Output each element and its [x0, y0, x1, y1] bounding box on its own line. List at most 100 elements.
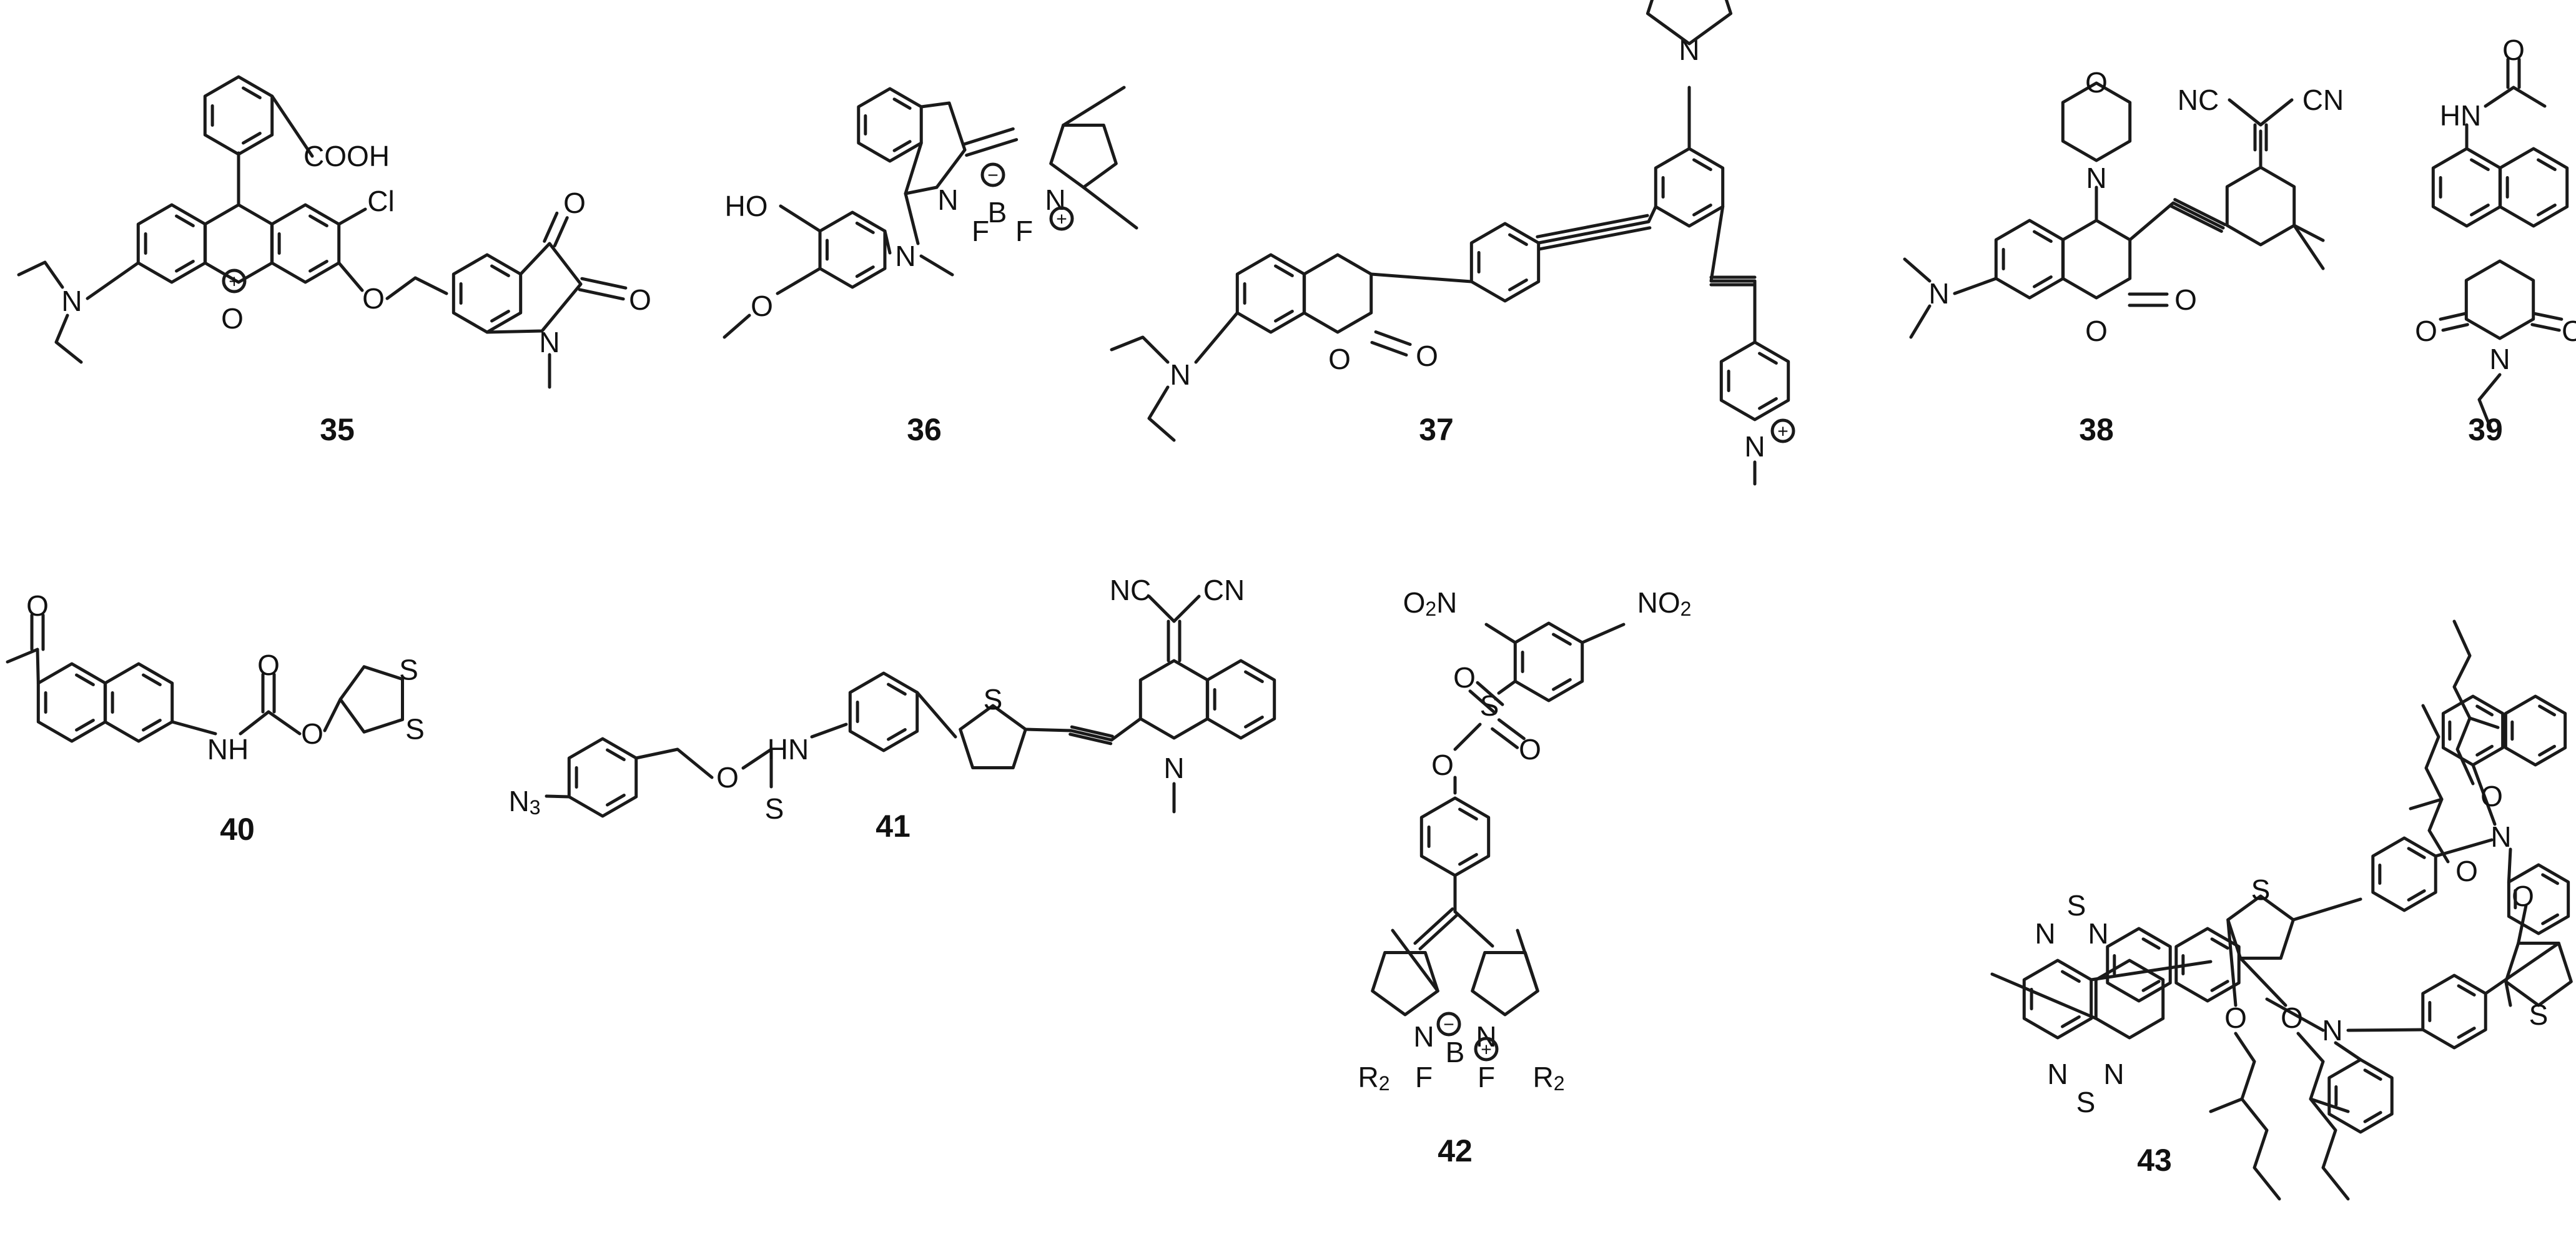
chain — [2128, 201, 2225, 242]
ring — [2061, 219, 2132, 300]
bond — [337, 207, 367, 226]
ring — [1994, 219, 2065, 300]
ring — [36, 662, 107, 743]
atom-label: N — [61, 285, 82, 317]
chain — [1147, 385, 1176, 442]
atom-label: O — [2085, 315, 2108, 347]
bond — [2292, 224, 2325, 270]
double-bond — [1491, 727, 1519, 749]
atom-label: NC — [2178, 84, 2219, 116]
r2-label: R2 — [1358, 1061, 1389, 1095]
ring — [1302, 253, 1373, 334]
atom-label: O — [2224, 1002, 2247, 1034]
bond — [1369, 272, 1473, 283]
atom-label: HN — [2440, 99, 2481, 132]
charge-circle — [1436, 1012, 1461, 1037]
atom-label: O — [629, 283, 651, 316]
aromatic-bond — [2363, 1068, 2382, 1081]
charge-circle — [222, 269, 247, 293]
atom-label: O — [2480, 780, 2503, 812]
ring — [270, 203, 341, 284]
bond — [1172, 594, 1201, 623]
atom-label: F — [1415, 1061, 1433, 1093]
compound-number-35: 35 — [320, 412, 355, 447]
aromatic-bond — [242, 86, 262, 99]
ring — [1513, 621, 1584, 702]
charge-circle — [1049, 206, 1074, 231]
atom-label: B — [988, 196, 1007, 229]
atom-label: S — [405, 712, 425, 745]
atom-label: N — [1163, 752, 1184, 784]
atom-label: S — [2251, 874, 2271, 906]
atom-label: O — [257, 649, 280, 681]
bond — [2265, 997, 2325, 1032]
aromatic-bond — [2457, 984, 2476, 997]
chain — [1709, 205, 1757, 283]
aromatic-bond — [2537, 204, 2557, 217]
aromatic-bond — [1758, 397, 1778, 410]
atom-label: O — [563, 187, 586, 219]
bond — [2409, 797, 2444, 811]
ring — [1205, 659, 1276, 740]
bond — [1082, 185, 1138, 230]
aromatic-bond — [2470, 204, 2490, 217]
charge-sign: − — [1443, 1015, 1454, 1035]
chain — [919, 101, 967, 152]
bond — [776, 267, 822, 295]
aromatic-bond — [1508, 233, 1528, 246]
bond — [741, 747, 773, 770]
compound-number-42: 42 — [1438, 1133, 1473, 1168]
ring — [136, 203, 207, 284]
ring — [103, 662, 174, 743]
atom-label: N — [2103, 1058, 2124, 1090]
atom-label: N — [2088, 917, 2108, 950]
bond — [6, 648, 39, 664]
ring — [2225, 165, 2296, 247]
bond — [270, 94, 314, 158]
bond — [86, 261, 140, 300]
bond — [239, 710, 270, 736]
atom-label: S — [765, 792, 784, 825]
nitro-label: O2N — [1403, 586, 1458, 620]
double-bond — [2173, 198, 2227, 227]
bond — [2334, 1041, 2362, 1062]
aromatic-bond — [892, 140, 912, 152]
bond — [2504, 980, 2512, 1007]
aromatic-bond — [142, 719, 162, 732]
atom-label: O — [362, 282, 385, 315]
double-bond — [2533, 312, 2564, 321]
atom-label: O — [2455, 855, 2478, 887]
ring — [2022, 959, 2093, 1040]
double-bond — [1413, 907, 1454, 945]
ring — [203, 75, 274, 156]
bond — [1147, 594, 1176, 623]
bond — [2484, 942, 2560, 995]
ring — [1719, 340, 1790, 421]
ring — [857, 87, 923, 163]
ring — [848, 671, 919, 752]
bond — [919, 254, 954, 277]
chain — [1024, 727, 1113, 742]
atom-label: N — [2047, 1058, 2068, 1090]
double-bond — [1370, 340, 1408, 357]
bond — [2309, 1097, 2350, 1113]
double-bond — [1468, 689, 1497, 715]
bond — [1062, 86, 1126, 127]
compound-number-40: 40 — [220, 812, 255, 847]
atom-label: N — [1413, 1020, 1434, 1053]
bond — [883, 229, 892, 255]
bond — [2259, 98, 2294, 127]
compound-number-43: 43 — [2137, 1143, 2172, 1178]
double-bond — [1374, 330, 1412, 347]
atom-label: O — [1328, 343, 1351, 375]
aromatic-bond — [606, 748, 626, 761]
ring — [1371, 951, 1439, 1017]
chain — [1110, 335, 1170, 364]
aromatic-bond — [2210, 937, 2229, 950]
atom-label: O — [1416, 340, 1438, 372]
ring — [1469, 222, 1541, 303]
ring — [1138, 659, 1210, 740]
